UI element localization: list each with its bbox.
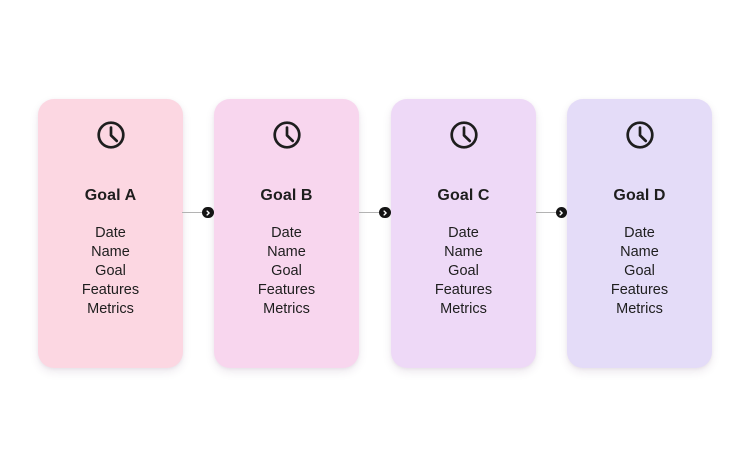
field-label: Goal	[448, 263, 479, 279]
field-label: Metrics	[87, 301, 134, 317]
goal-card-a: Goal A Date Name Goal Features Metrics	[38, 99, 183, 368]
field-label: Date	[95, 225, 126, 241]
field-label: Goal	[95, 263, 126, 279]
connector-c-d	[535, 206, 567, 219]
field-label: Features	[257, 282, 316, 298]
field-label: Name	[267, 244, 306, 260]
connector-b-c	[359, 206, 391, 219]
field-label: Metrics	[440, 301, 487, 317]
field-label: Features	[81, 282, 140, 298]
card-fields: Date Name Goal Features Metrics	[258, 224, 315, 319]
arrow-right-icon	[379, 206, 391, 219]
field-label: Goal	[624, 263, 655, 279]
goal-card-d: Goal D Date Name Goal Features Metrics	[567, 99, 712, 368]
field-label: Date	[448, 225, 479, 241]
clock-icon	[96, 121, 125, 149]
field-label: Metrics	[616, 301, 663, 317]
card-title: Goal B	[260, 187, 313, 204]
field-label: Name	[620, 244, 659, 260]
arrow-right-icon	[202, 206, 214, 219]
card-title: Goal D	[613, 187, 666, 204]
goal-card-c: Goal C Date Name Goal Features Metrics	[391, 99, 536, 368]
card-fields: Date Name Goal Features Metrics	[611, 224, 668, 319]
goal-card-b: Goal B Date Name Goal Features Metrics	[214, 99, 359, 368]
field-label: Metrics	[263, 301, 310, 317]
clock-icon	[449, 121, 478, 149]
connector-line	[182, 211, 202, 214]
field-label: Date	[271, 225, 302, 241]
field-label: Name	[91, 244, 130, 260]
arrow-right-icon	[555, 206, 567, 219]
card-fields: Date Name Goal Features Metrics	[435, 224, 492, 319]
field-label: Features	[610, 282, 669, 298]
field-label: Name	[444, 244, 483, 260]
field-label: Goal	[271, 263, 302, 279]
card-title: Goal A	[84, 187, 137, 204]
card-title: Goal C	[437, 187, 490, 204]
clock-icon	[272, 121, 301, 149]
connector-a-b	[182, 206, 214, 219]
field-label: Date	[624, 225, 655, 241]
connector-line	[535, 211, 556, 214]
clock-icon	[625, 121, 654, 149]
connector-line	[359, 211, 379, 214]
card-fields: Date Name Goal Features Metrics	[82, 224, 139, 319]
field-label: Features	[434, 282, 493, 298]
